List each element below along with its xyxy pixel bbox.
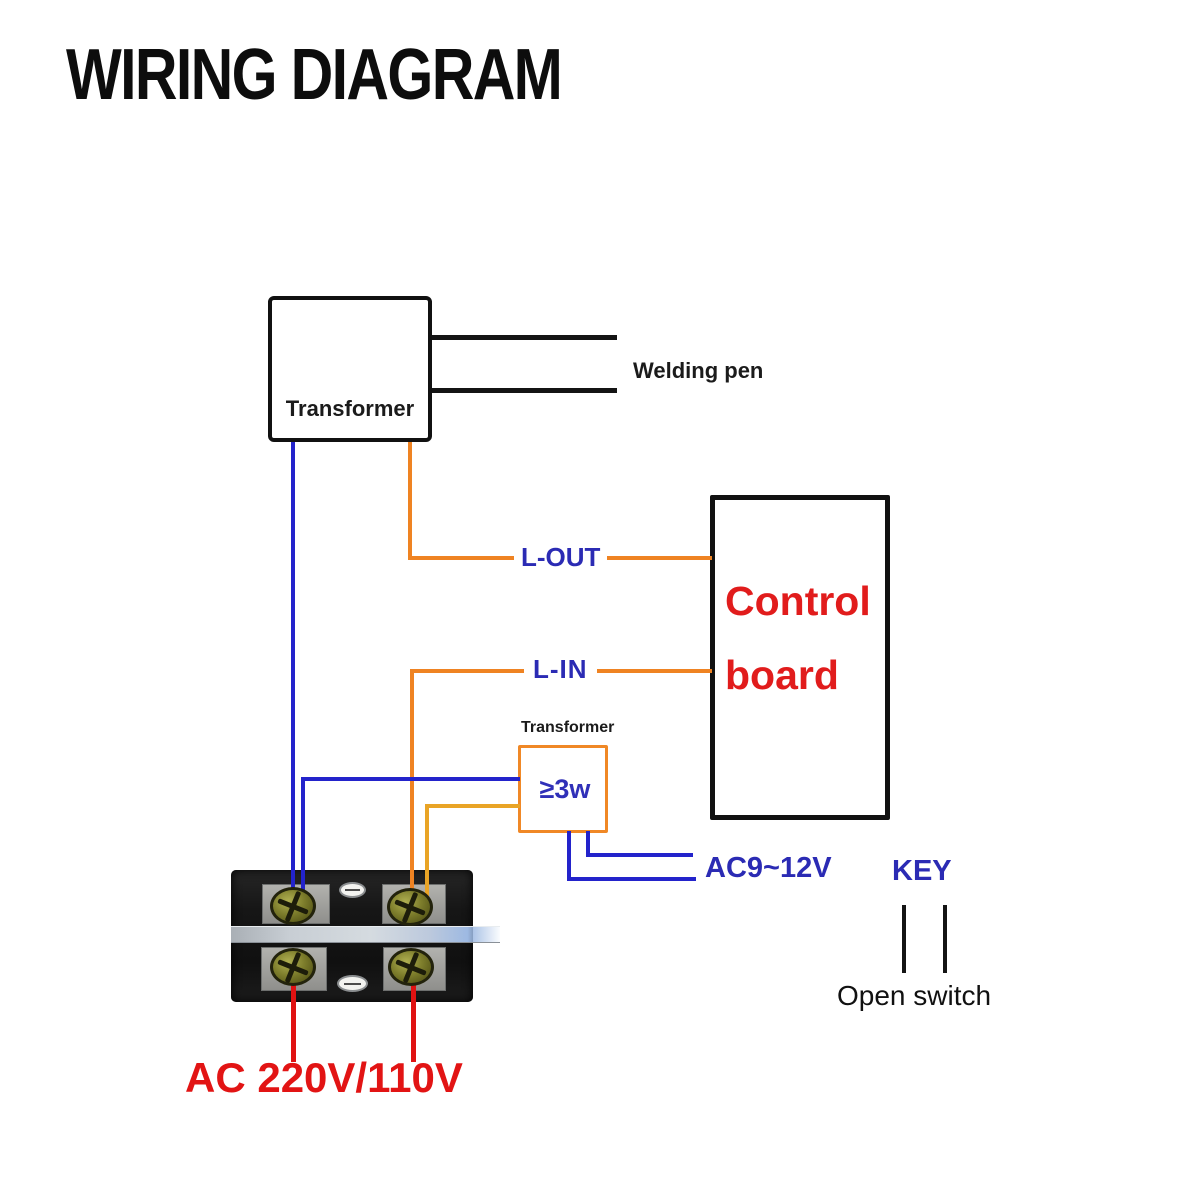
open-switch-contact-left <box>902 905 906 973</box>
key-label: KEY <box>892 855 952 887</box>
wire-blue-output-outer-run <box>567 877 696 881</box>
l-out-label: L-OUT <box>514 542 608 573</box>
terminal-screw-icon-top-left <box>270 887 316 925</box>
control-board-label-line1: Control <box>725 578 871 624</box>
ac-mains-label: AC 220V/110V <box>185 1054 463 1101</box>
wire-orange-l-in-down <box>410 669 414 900</box>
welding-pen-lead-top <box>432 335 617 340</box>
page-title: WIRING DIAGRAM <box>66 35 563 115</box>
control-board-box: Control board <box>710 495 890 820</box>
terminal-block-metal-band <box>231 926 500 943</box>
l-in-label: L-IN <box>524 654 597 685</box>
control-board-label-line2: board <box>725 652 839 698</box>
wire-red-mains-left <box>291 968 296 1062</box>
terminal-screw-icon-bottom-left <box>270 948 316 986</box>
wire-orange-transformer-down <box>408 442 412 560</box>
small-transformer-label: Transformer <box>521 719 615 736</box>
transformer-main-label: Transformer <box>285 396 415 421</box>
terminal-screw-icon-top-right <box>387 888 433 926</box>
wire-yellow-terminal-to-small-transformer-drop <box>425 804 429 900</box>
terminal-screw-icon-bottom-right <box>388 948 434 986</box>
small-transformer-box: ≥3w <box>518 745 608 833</box>
wire-blue-transformer-to-terminal <box>291 442 295 900</box>
open-switch-contact-right <box>943 905 947 973</box>
open-switch-label: Open switch <box>837 980 992 1011</box>
wire-blue-output-inner-run <box>586 853 693 857</box>
terminal-mount-screw-icon-bottom <box>337 975 368 992</box>
welding-pen-label: Welding pen <box>633 358 764 383</box>
transformer-main-box: Transformer <box>268 296 432 442</box>
wire-red-mains-right <box>411 968 416 1062</box>
wire-yellow-terminal-to-small-transformer <box>425 804 520 808</box>
terminal-mount-screw-icon-top <box>339 882 366 898</box>
welding-pen-lead-bottom <box>432 388 617 393</box>
ac9-12v-label: AC9~12V <box>705 852 832 884</box>
small-transformer-rating: ≥3w <box>539 773 591 804</box>
wire-blue-output-outer-drop <box>567 831 571 881</box>
wire-blue-terminal-to-small-transformer <box>301 777 520 781</box>
wire-blue-output-inner-drop <box>586 831 590 857</box>
wire-blue-terminal-to-small-transformer-drop <box>301 777 305 900</box>
